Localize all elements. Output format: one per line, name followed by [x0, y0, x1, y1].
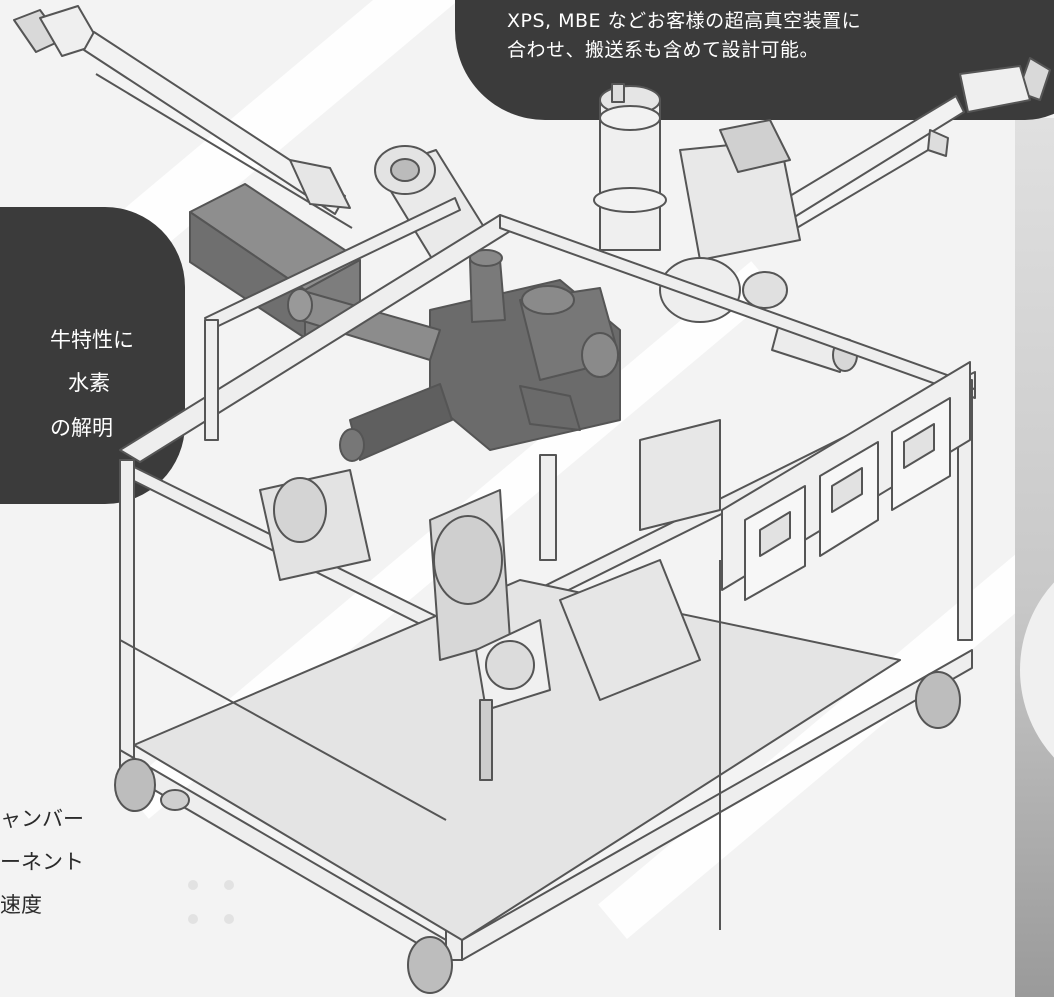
right-transfer-rod [769, 57, 1051, 233]
left-callout-line-1: 牛特性に [50, 328, 134, 352]
left-callout-line-3: の解明 [50, 416, 113, 440]
left-transfer-rod [13, 5, 353, 229]
left-callout-line-2: 水素 [68, 371, 110, 395]
controller-panel [721, 361, 971, 601]
right-side-panel [1015, 118, 1054, 997]
central-chamber [287, 249, 621, 462]
feature-list-item-1: ャンバー [0, 807, 84, 831]
left-callout-bubble: J 牛特性に 水素 の解明 [0, 207, 266, 504]
top-callout-line-1: XPS, MBE などお客様の超高真空装置に [507, 10, 862, 32]
feature-list-item-3: 速度 [0, 893, 42, 917]
feature-list-item-2: ーネント [0, 850, 84, 874]
top-callout-line-2: 合わせ、搬送系も含めて設計可能。 [507, 39, 820, 61]
